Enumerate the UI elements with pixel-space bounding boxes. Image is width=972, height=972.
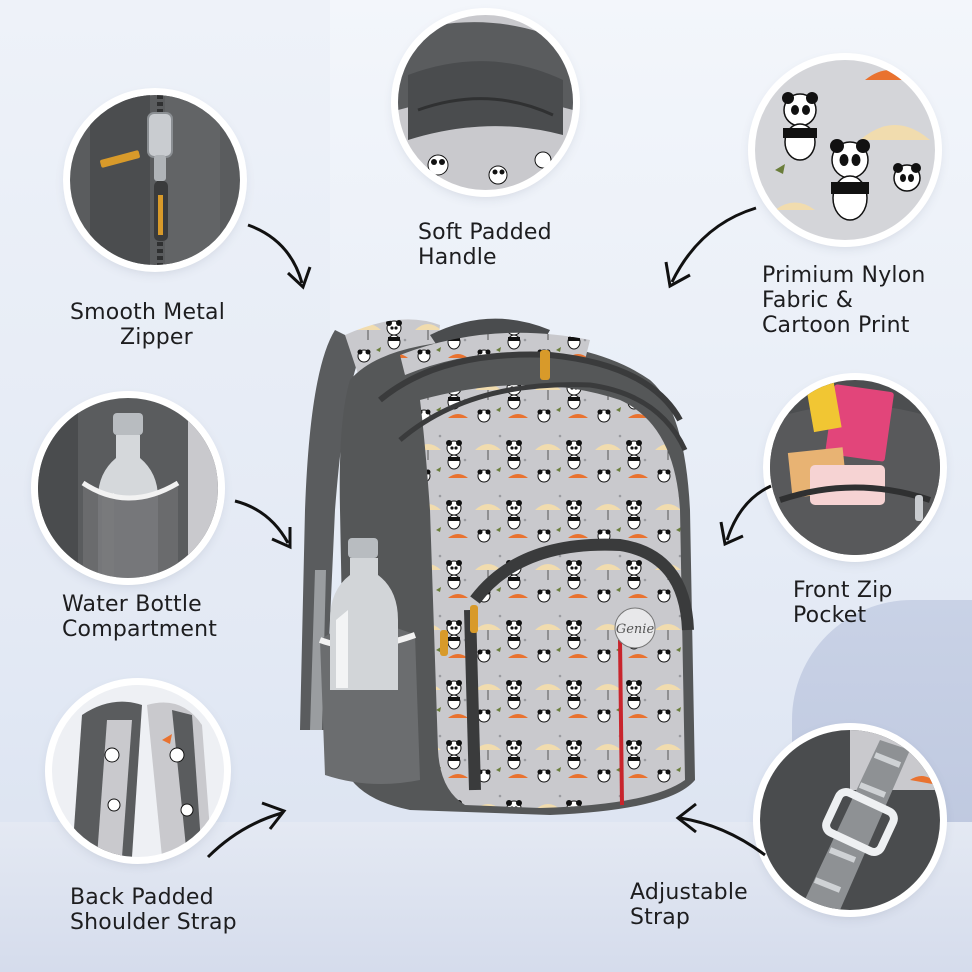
feature-label-handle: Soft Padded Handle: [418, 220, 552, 270]
feature-label-front-pocket: Front Zip Pocket: [793, 578, 893, 628]
feature-label-fabric: Primium Nylon Fabric & Cartoon Print: [762, 263, 926, 338]
buckle-closeup-icon: [760, 730, 940, 910]
feature-label-bottle: Water Bottle Compartment: [62, 592, 218, 642]
feature-label-zipper: Smooth Metal Zipper: [70, 300, 226, 350]
feature-label-shoulder: Back Padded Shoulder Strap: [70, 885, 237, 935]
feature-label-adjustable: Adjustable Strap: [630, 880, 748, 930]
arrow-fabric: [664, 206, 757, 289]
arrow-zipper: [247, 223, 312, 290]
arrow-shoulder: [206, 801, 287, 859]
panda-print-closeup-icon: [755, 60, 935, 240]
handle-closeup-icon: [398, 15, 573, 190]
zipper-closeup-icon: [70, 95, 240, 265]
backpack-product-image: Genie: [300, 318, 695, 815]
front-pocket-closeup-icon: [770, 380, 940, 555]
bottle-pocket-closeup-icon: [38, 398, 218, 578]
arrow-bottle: [234, 499, 292, 550]
arrow-adjustable: [675, 802, 766, 857]
svg-text:Genie: Genie: [616, 622, 655, 637]
arrow-front-pocket: [719, 484, 772, 547]
shoulder-strap-closeup-icon: [52, 685, 224, 857]
brand-logo: Genie: [614, 607, 656, 649]
